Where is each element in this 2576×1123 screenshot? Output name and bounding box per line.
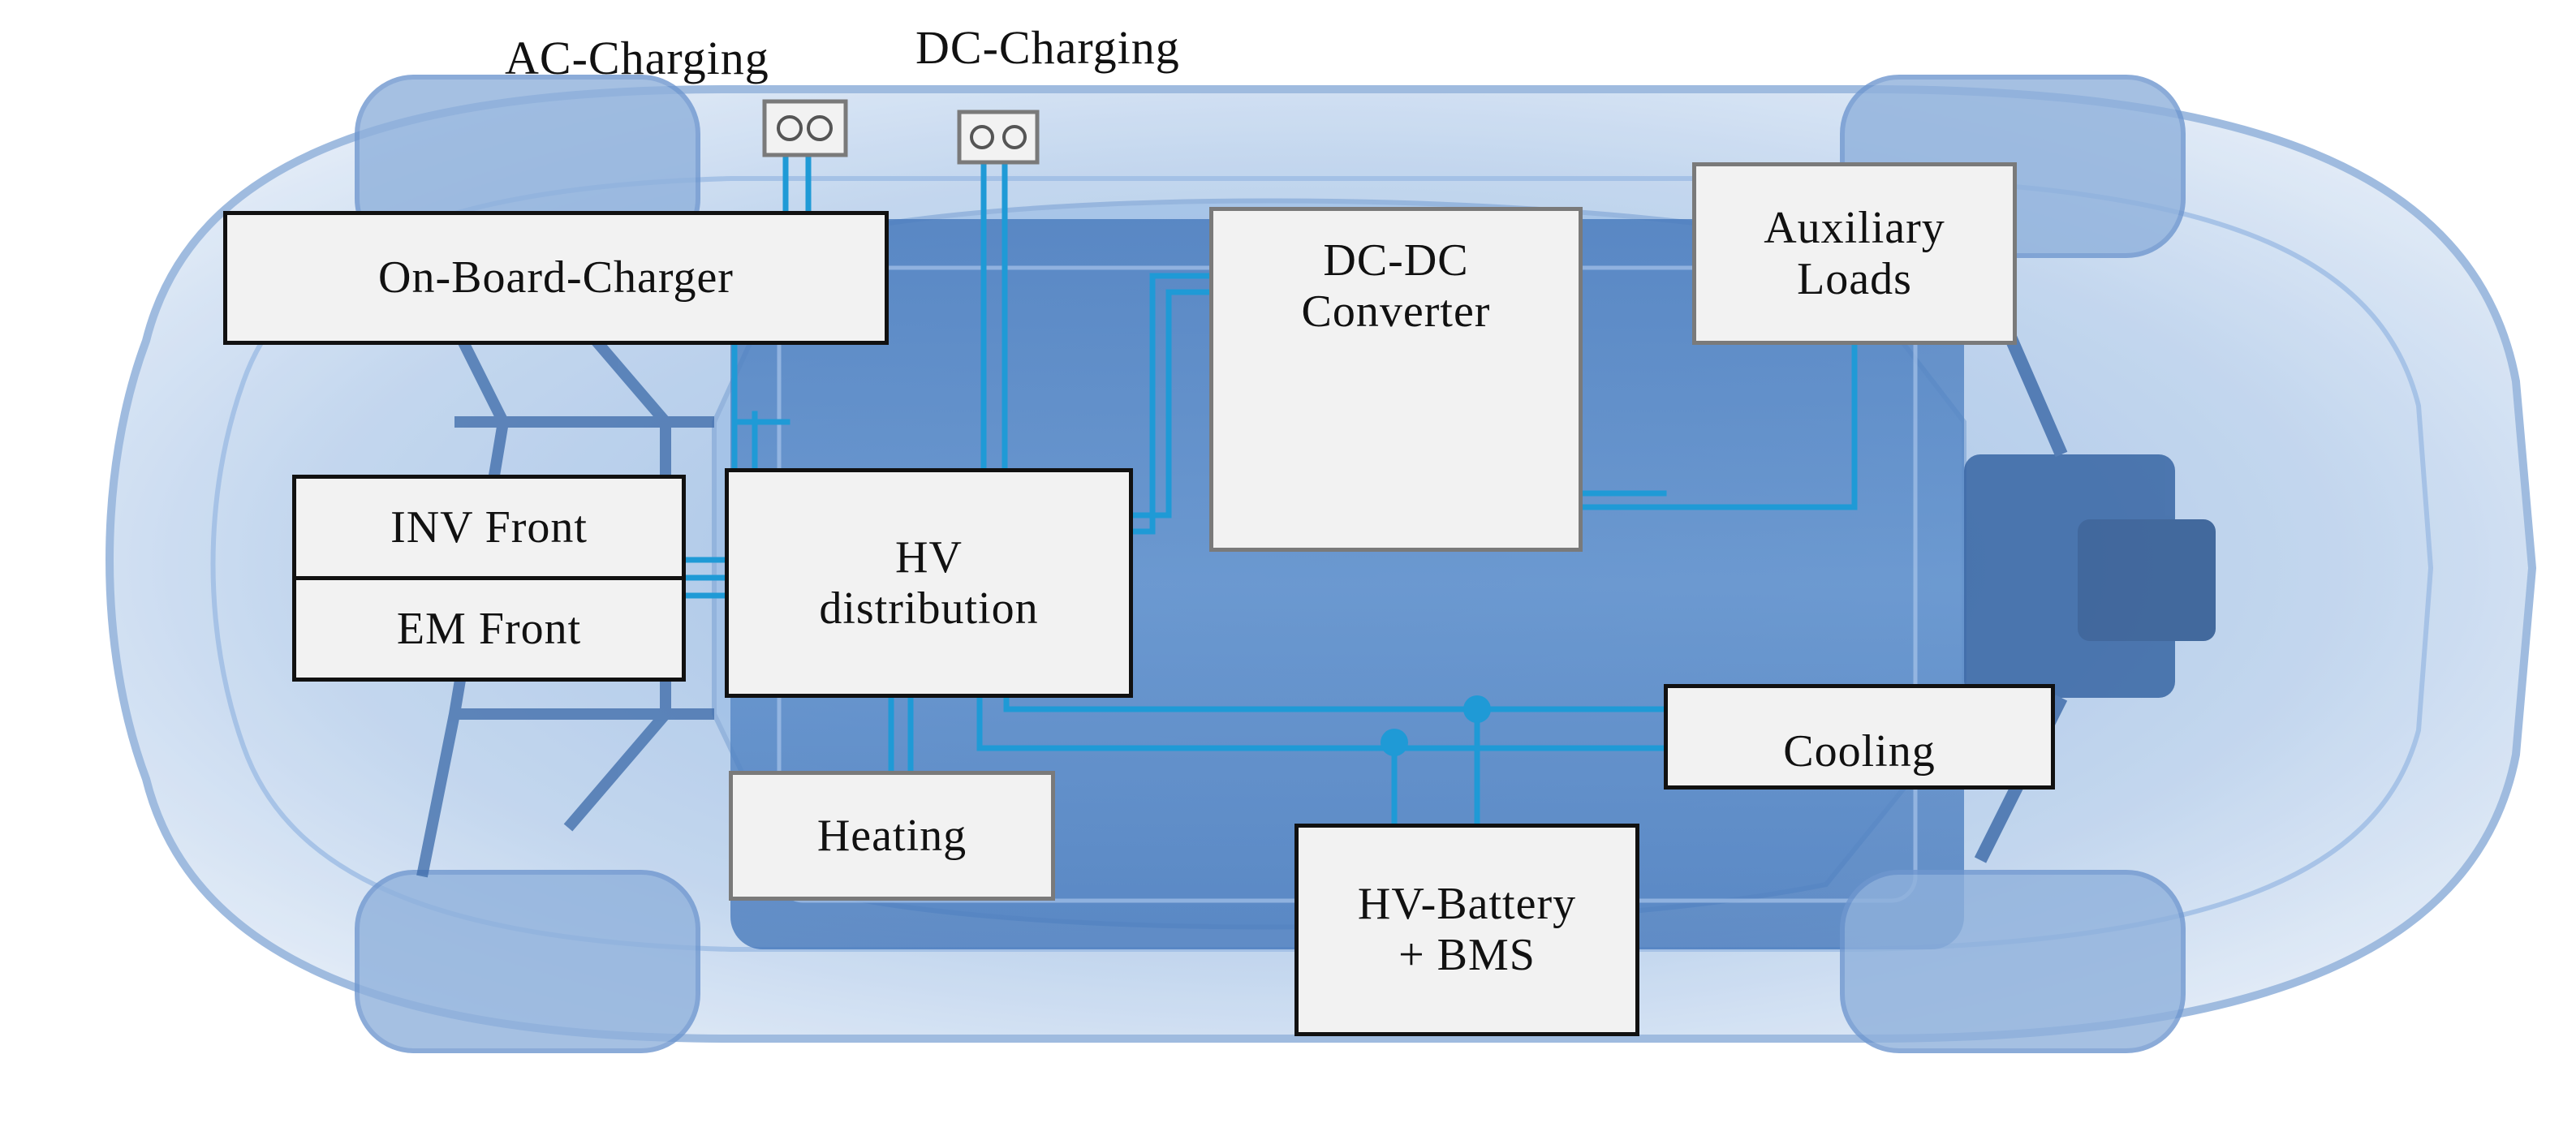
battery-floor [730, 219, 1964, 949]
junction-node [1463, 695, 1491, 723]
ac-socket-icon [762, 99, 848, 157]
hv-distribution-box: HV distribution [725, 468, 1133, 698]
dc-socket-icon [957, 110, 1040, 165]
hv-wiring [680, 151, 1858, 829]
heating-box: Heating [729, 771, 1055, 901]
wheel-front-right [355, 870, 700, 1053]
ac-charging-label: AC-Charging [505, 32, 769, 84]
on-board-charger-label: On-Board-Charger [378, 252, 734, 303]
dc-dc-converter-box: DC-DC Converter [1209, 207, 1583, 552]
hv-battery-box: HV-Battery + BMS [1294, 824, 1639, 1036]
junction-node [1381, 729, 1408, 756]
auxiliary-loads-label: Auxiliary Loads [1764, 202, 1945, 304]
cooling-box: Cooling [1664, 684, 2055, 790]
heating-label: Heating [816, 810, 967, 861]
wheel-rear-right [1840, 870, 2186, 1053]
inv-front-box: INV Front [292, 475, 686, 580]
on-board-charger-box: On-Board-Charger [223, 211, 889, 345]
dc-charging-label: DC-Charging [915, 21, 1180, 74]
cooling-label: Cooling [1783, 726, 1936, 777]
hv-battery-label: HV-Battery + BMS [1357, 879, 1577, 980]
dc-dc-converter-label: DC-DC Converter [1301, 235, 1491, 337]
auxiliary-loads-box: Auxiliary Loads [1692, 162, 2017, 345]
em-front-label: EM Front [396, 603, 582, 654]
em-front-box: EM Front [292, 576, 686, 682]
inv-front-label: INV Front [390, 501, 588, 553]
hv-distribution-label: HV distribution [819, 531, 1039, 634]
